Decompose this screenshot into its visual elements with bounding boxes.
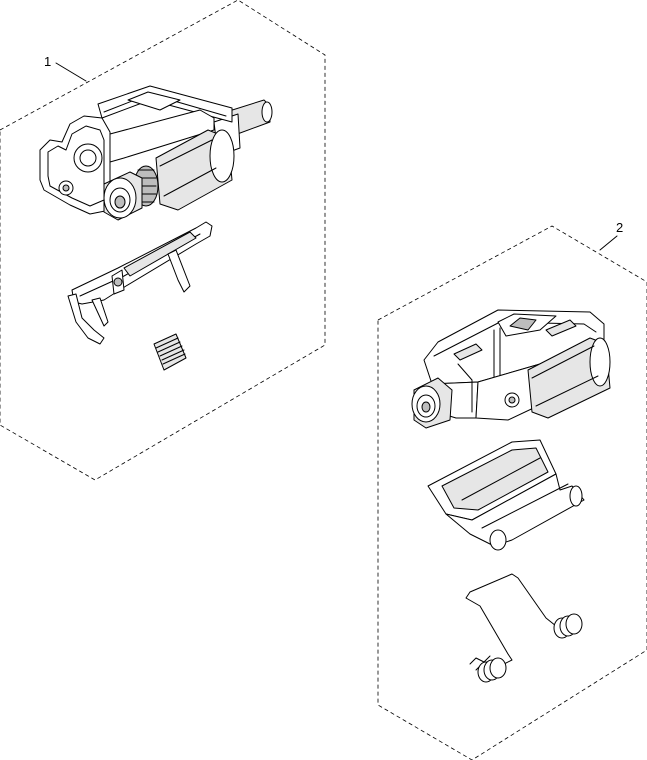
separation-pad[interactable]	[427, 439, 585, 551]
callout-2-leader	[599, 235, 618, 251]
callout-2[interactable]: 2	[616, 220, 623, 235]
group-1-boundary	[0, 0, 326, 481]
spring-coil-left	[477, 657, 507, 683]
group-2-boundary	[377, 225, 647, 760]
pickup-roller-assembly[interactable]	[39, 85, 273, 221]
callout-1-leader	[55, 62, 87, 82]
torsion-spring[interactable]	[465, 573, 583, 683]
group-2: 2	[377, 220, 647, 760]
group-1: 1	[0, 0, 326, 481]
spring-coil-right	[553, 613, 583, 639]
coil-spring[interactable]	[153, 333, 187, 371]
separation-lever[interactable]	[67, 221, 213, 345]
separation-roller-assembly[interactable]	[411, 309, 611, 429]
callout-1[interactable]: 1	[44, 54, 51, 69]
